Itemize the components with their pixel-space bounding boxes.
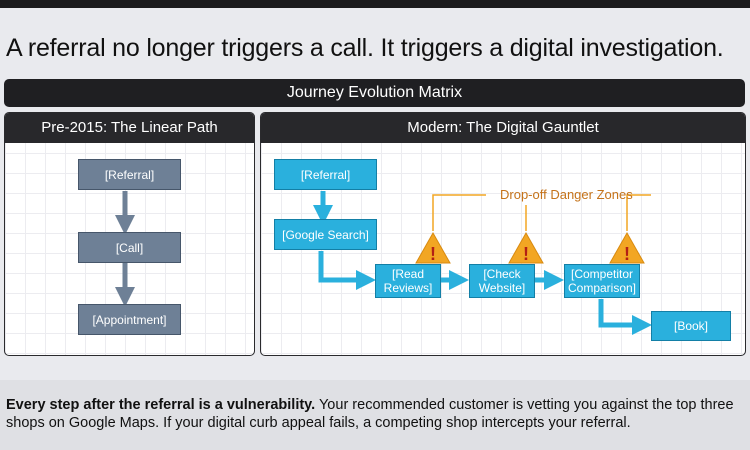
footer-bold-text: Every step after the referral is a vulne… [6, 397, 316, 413]
top-bar [0, 0, 750, 8]
danger-zones-label: Drop-off Danger Zones [500, 187, 633, 202]
left-node-appointment: [Appointment] [78, 304, 181, 335]
warning-icon: ! [508, 231, 544, 264]
left-panel-title: Pre-2015: The Linear Path [5, 113, 254, 143]
left-panel: Pre-2015: The Linear Path [Referral] [Ca… [4, 112, 255, 356]
right-connectors: ! ! ! [313, 191, 652, 335]
footer-band [0, 380, 750, 450]
right-panel-title: Modern: The Digital Gauntlet [261, 113, 745, 143]
right-node-book: [Book] [651, 311, 731, 341]
right-node-referral: [Referral] [274, 159, 377, 190]
arrow-comparison-to-book [598, 299, 652, 335]
left-node-call: [Call] [78, 232, 181, 263]
svg-text:!: ! [523, 244, 529, 264]
right-node-read-reviews: [Read Reviews] [375, 264, 441, 298]
right-panel: Modern: The Digital Gauntlet ! ! ! [260, 112, 746, 356]
right-node-google-search: [Google Search] [274, 219, 377, 250]
matrix-title: Journey Evolution Matrix [4, 79, 745, 107]
danger-leader-line [626, 194, 651, 231]
warning-icon: ! [609, 231, 645, 264]
left-node-referral: [Referral] [78, 159, 181, 190]
svg-text:!: ! [624, 244, 630, 264]
arrow-search-to-reviews [318, 251, 376, 290]
right-node-check-website: [Check Website] [469, 264, 535, 298]
warning-icon: ! [415, 231, 451, 264]
footer-text: Every step after the referral is a vulne… [6, 396, 746, 432]
right-node-competitor-comparison: [Competitor Comparison] [564, 264, 640, 298]
left-connectors [115, 191, 135, 307]
danger-leader-line [432, 194, 486, 231]
svg-text:!: ! [430, 244, 436, 264]
footer-body-text: Your recommended customer is vetting you… [6, 397, 734, 431]
headline: A referral no longer triggers a call. It… [6, 34, 724, 62]
